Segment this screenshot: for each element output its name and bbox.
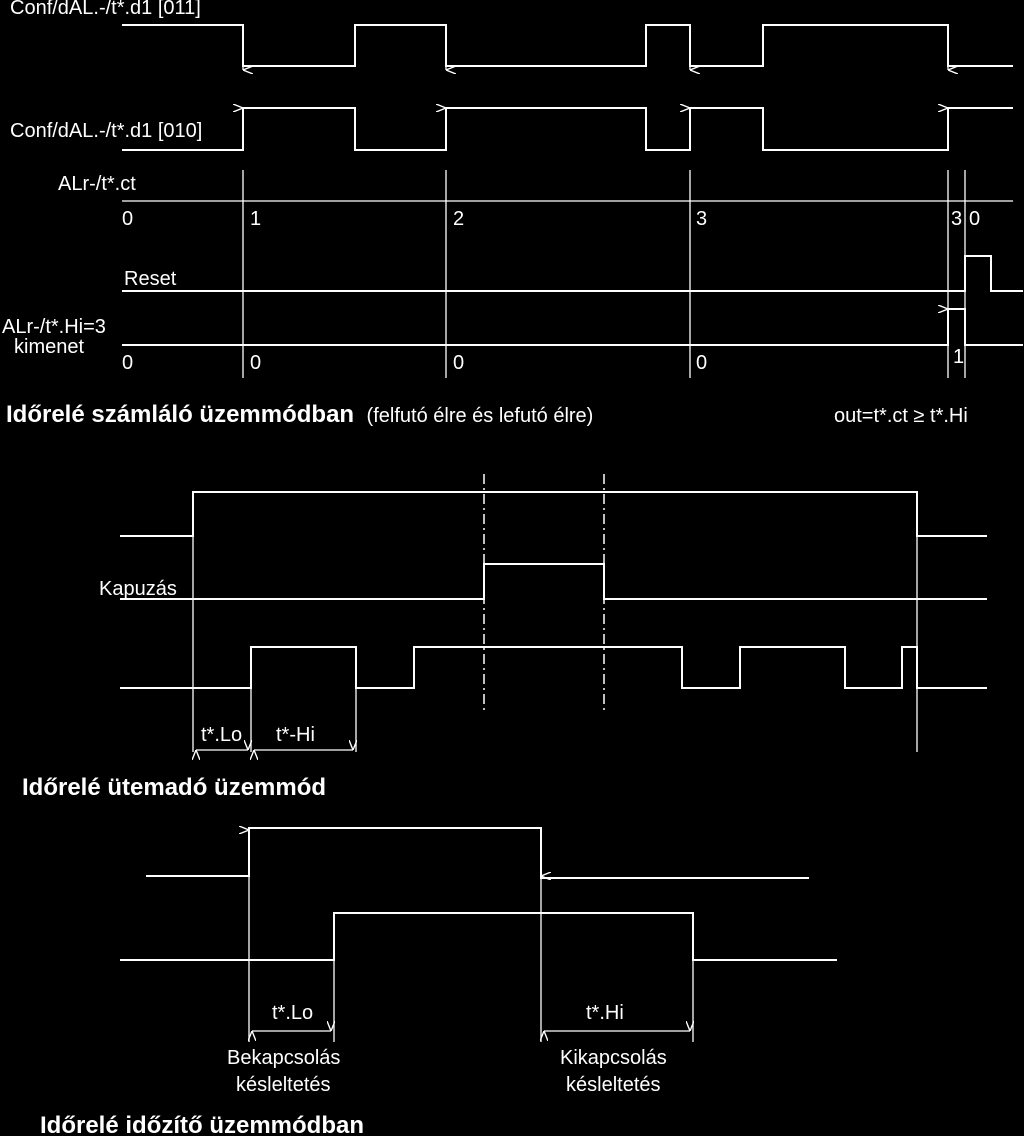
counter-value-3b: 3 — [951, 208, 962, 230]
section1-title: Időrelé számláló üzemmódban — [6, 401, 354, 428]
waveform-output — [122, 308, 1023, 346]
section3-title: Időrelé időzítő üzemmódban — [40, 1112, 364, 1136]
pulse-hi-label: t*-Hi — [276, 724, 315, 746]
output-value-0: 0 — [122, 352, 133, 374]
timer-hi-label: t*.Hi — [586, 1002, 624, 1024]
signal-label-counter: ALr-/t*.ct — [58, 173, 136, 195]
waveform-timer-output — [120, 912, 837, 961]
section1-title-line: Időrelé számláló üzemmódban (felfutó élr… — [6, 401, 593, 428]
waveform-d1-010 — [122, 107, 1013, 151]
waveform-gate — [120, 563, 987, 600]
waveform-reset — [122, 255, 1023, 292]
signal-label-hi: ALr-/t*.Hi=3 — [2, 316, 106, 338]
on-delay-label-2: késleltetés — [236, 1074, 331, 1096]
counter-value-2: 2 — [453, 208, 464, 230]
output-value-1: 0 — [250, 352, 261, 374]
waveform-d1-011 — [122, 24, 1013, 67]
counter-value-0: 0 — [122, 208, 133, 230]
off-delay-label-1: Kikapcsolás — [560, 1047, 667, 1069]
gate-label: Kapuzás — [99, 578, 177, 600]
waveform-timer-input — [146, 827, 809, 879]
timer-mode-section: t*.Lo t*.Hi Bekapcsolás késleltetés Kika… — [40, 828, 837, 1136]
signal-label-output: kimenet — [14, 336, 84, 358]
signal-label-d1-011: Conf/dAL.-/t*.d1 [011] — [10, 0, 201, 19]
counter-mode-section: Conf/dAL.-/t*.d1 [011] Conf/dAL.-/t*.d1 … — [2, 0, 1023, 428]
signal-label-d1-010: Conf/dAL.-/t*.d1 [010] — [10, 120, 202, 142]
counter-value-1: 1 — [250, 208, 261, 230]
off-delay-label-2: késleltetés — [566, 1074, 661, 1096]
waveform-pulse-output — [120, 646, 987, 689]
output-value-4: 1 — [953, 346, 964, 368]
output-value-2: 0 — [453, 352, 464, 374]
timer-lo-label: t*.Lo — [272, 1002, 313, 1024]
pulse-mode-section: Kapuzás t*.Lo t*-Hi Időrelé ütemadó üzem… — [22, 474, 987, 801]
pulse-lo-label: t*.Lo — [201, 724, 242, 746]
section2-title: Időrelé ütemadó üzemmód — [22, 774, 326, 801]
counter-value-reset: 0 — [969, 208, 980, 230]
on-delay-label-1: Bekapcsolás — [227, 1047, 340, 1069]
counter-value-3: 3 — [696, 208, 707, 230]
section1-title-note: (felfutó élre és lefutó élre) — [367, 405, 594, 427]
output-value-3: 0 — [696, 352, 707, 374]
waveform-enable — [120, 491, 987, 537]
signal-label-reset: Reset — [124, 268, 177, 290]
counter-formula: out=t*.ct ≥ t*.Hi — [834, 405, 968, 427]
